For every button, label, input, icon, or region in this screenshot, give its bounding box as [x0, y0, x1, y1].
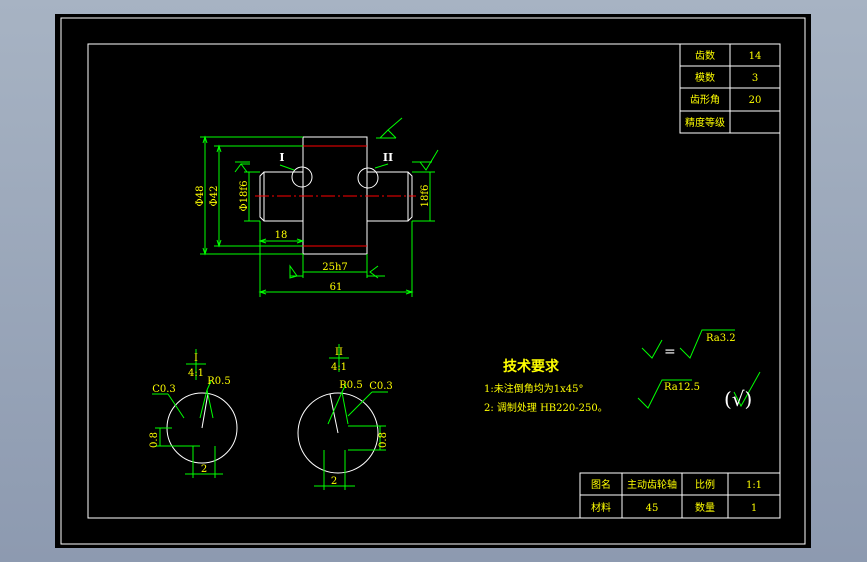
gear-parameter-table — [679, 43, 781, 134]
shaft-main-view — [255, 136, 416, 255]
gear-table-value-teeth: 14 — [749, 51, 762, 62]
main-view-len-total: 61 — [330, 282, 343, 293]
main-view-dia-shaft-right: 18f6 — [420, 185, 431, 208]
gear-table-label-accuracy: 精度等级 — [685, 116, 725, 129]
title-block-name-value: 主动齿轮轴 — [627, 478, 677, 491]
gear-table-label-module: 模数 — [695, 71, 715, 84]
main-view-dia-hub: Φ42 — [209, 186, 220, 207]
detail-2-scale: 4:1 — [331, 362, 347, 373]
gear-table-label-teeth: 齿数 — [695, 49, 715, 62]
title-block-name-label: 图名 — [591, 478, 611, 491]
tech-requirement-item-2: 2: 调制处理 HB220-250。 — [484, 401, 608, 414]
detail-1-dim-vertical: 0.8 — [149, 432, 160, 448]
main-view-dimensions — [200, 117, 439, 297]
detail-2-radius: R0.5 — [339, 380, 362, 391]
title-block — [579, 472, 781, 519]
gear-table-value-angle: 20 — [749, 95, 762, 106]
title-block-scale-label: 比例 — [695, 478, 715, 491]
main-view-dia-shaft-left: Φ18f6 — [239, 181, 250, 212]
main-view-len-hub: 25h7 — [322, 262, 348, 273]
title-block-material-label: 材料 — [591, 501, 611, 514]
detail-2-chamfer: C0.3 — [369, 381, 393, 392]
detail-1-radius: R0.5 — [207, 376, 230, 387]
detail-2-dim-horizontal: 2 — [331, 476, 337, 487]
title-block-qty-label: 数量 — [695, 501, 715, 514]
detail-2-dim-vertical: 0.8 — [378, 432, 389, 448]
title-block-material-value: 45 — [646, 503, 659, 514]
title-block-scale-value: 1:1 — [746, 480, 762, 491]
main-view-detail-label-2: II — [383, 151, 393, 164]
detail-1-roman: I — [194, 353, 198, 364]
tech-requirements-title: 技术要求 — [503, 358, 560, 375]
drawing-sheet — [55, 14, 811, 548]
roughness-ra-1: Ra3.2 — [706, 333, 736, 344]
detail-circle-2 — [357, 167, 379, 189]
tech-requirement-item-1: 1:未注倒角均为1x45° — [484, 382, 583, 395]
roughness-ra-2: Ra12.5 — [664, 382, 700, 393]
detail-2-roman: II — [335, 347, 343, 358]
inner-frame — [87, 43, 781, 519]
roughness-symbols — [637, 329, 761, 409]
detail-1-scale: 4:1 — [188, 368, 204, 379]
main-view-len-left: 18 — [275, 230, 288, 241]
detail-2-circle — [297, 392, 379, 474]
main-view-dia-outer: Φ48 — [195, 186, 206, 207]
gear-table-value-module: 3 — [752, 73, 758, 84]
detail-1-dim-horizontal: 2 — [201, 464, 207, 475]
title-block-qty-value: 1 — [751, 503, 757, 514]
roughness-other-symbol: (√) — [724, 387, 752, 411]
main-view-detail-label-1: I — [279, 151, 284, 164]
gear-table-label-angle: 齿形角 — [690, 94, 720, 106]
detail-circle-1 — [291, 166, 313, 188]
detail-views — [152, 344, 388, 490]
outer-frame — [60, 17, 806, 545]
roughness-equals: = — [664, 344, 676, 360]
detail-1-chamfer: C0.3 — [152, 384, 176, 395]
